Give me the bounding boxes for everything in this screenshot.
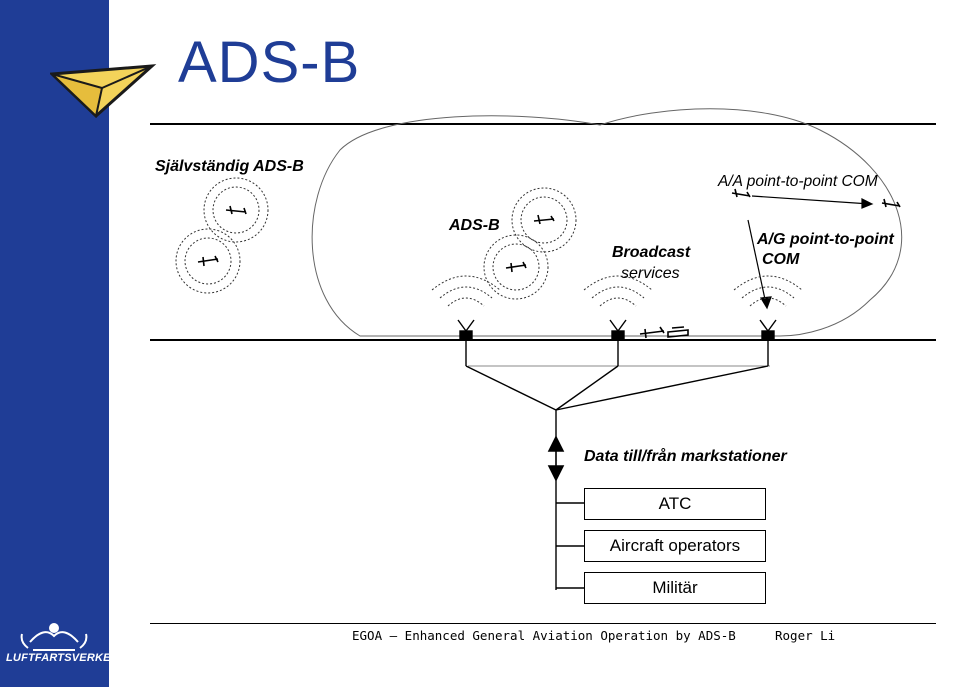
broadcast-label-line2: services [621, 265, 680, 282]
aa-link-arrow [751, 195, 874, 209]
coverage-cloud [311, 108, 903, 337]
subtitle: Självständig ADS-B [155, 158, 304, 175]
vehicle-icon [667, 326, 689, 338]
radio-waves [431, 275, 803, 307]
logo-wordmark: LUFTFARTSVERKET [6, 652, 118, 664]
ground-station [759, 319, 777, 341]
ag-link-arrow [747, 219, 772, 310]
ground-station [609, 319, 627, 341]
footer-text: EGOA – Enhanced General Aviation Operati… [352, 628, 736, 643]
title-underline [150, 123, 936, 125]
network-links [465, 340, 769, 590]
paper-plane-icon [50, 64, 157, 119]
ads-b-label: ADS-B [449, 217, 500, 234]
ag-com-label-line2: COM [762, 251, 800, 268]
footer-rule [150, 623, 936, 624]
aa-com-label: A/A point-to-point COM [718, 173, 878, 190]
footer-author: Roger Li [775, 628, 836, 643]
aircraft-icon [505, 261, 527, 273]
crown-icon [20, 623, 88, 651]
aircraft-operators-box: Aircraft operators [584, 530, 766, 562]
aircraft-icon [197, 255, 219, 267]
ground-station [457, 319, 475, 341]
bidirectional-arrow-icon [547, 435, 565, 482]
militar-box: Militär [584, 572, 766, 604]
broadcast-label-line1: Broadcast [612, 244, 691, 261]
aircraft-icon [731, 188, 751, 198]
ground-stations [457, 319, 777, 341]
data-link-label: Data till/från markstationer [584, 448, 787, 465]
slide-title: ADS-B [178, 30, 361, 95]
atc-box: ATC [584, 488, 766, 520]
ag-com-label-line1: A/G point-to-point [757, 231, 894, 248]
aircraft-icon [225, 205, 247, 215]
standalone-coverage-rings [175, 177, 577, 300]
aircraft-icon [881, 198, 901, 208]
aircraft-icon [639, 326, 665, 339]
aircraft-icons [197, 188, 901, 339]
brand-sidebar: LUFTFARTSVERKET [0, 0, 118, 687]
aircraft-icon [533, 214, 555, 225]
